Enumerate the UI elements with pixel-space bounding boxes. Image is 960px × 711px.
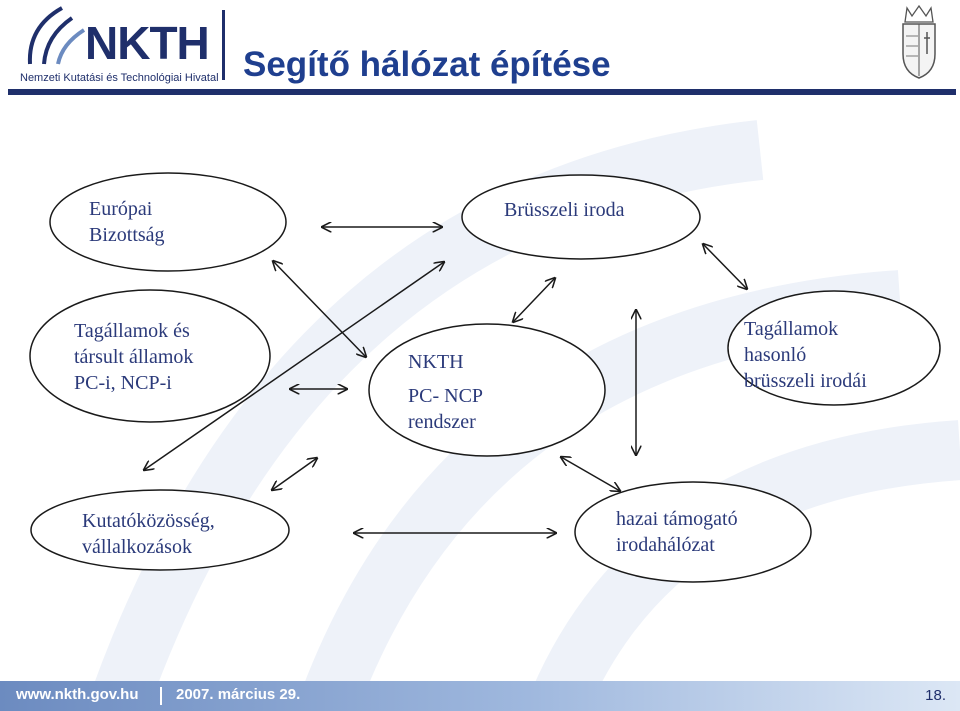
label-line: Tagállamok és [74, 320, 190, 342]
label-line: Európai [89, 198, 153, 220]
label-line: Bizottság [89, 224, 165, 246]
label-line: Kutatóközösség, [82, 510, 215, 532]
label-line: brüsszeli irodái [744, 370, 867, 392]
label-line: hazai támogató [616, 508, 738, 530]
label-hazai-tamogato: hazai támogató irodahálózat [616, 506, 738, 558]
label-brusszeli-iroda: Brüsszeli iroda [504, 197, 625, 223]
coat-of-arms-icon [902, 4, 936, 79]
logo-text: NKTH [85, 17, 210, 69]
label-line: Brüsszeli iroda [504, 199, 625, 221]
header-rule [8, 89, 956, 95]
footer-separator [160, 687, 162, 705]
node-kutatokozosseg [30, 489, 290, 571]
page-number: 18. [925, 687, 946, 704]
node-hazai-tamogato [574, 481, 812, 583]
arrow-brussel-kutato [144, 262, 444, 470]
label-tagallamok-hasonlo: Tagállamok hasonló brüsszeli irodái [744, 316, 867, 394]
node-brusszeli-iroda [461, 174, 701, 260]
label-nkth-pc-ncp: NKTH PC- NCP rendszer [408, 349, 483, 435]
node-nkth-pc-ncp [368, 323, 606, 457]
logo-subtitle: Nemzeti Kutatási és Technológiai Hivatal [20, 72, 219, 84]
label-line: társult államok [74, 346, 194, 368]
label-line: PC-i, NCP-i [74, 372, 172, 394]
nkth-logo: NKTH Nemzeti Kutatási és Technológiai Hi… [8, 2, 219, 88]
header-separator [222, 10, 225, 80]
label-line: NKTH [408, 351, 464, 373]
label-line: PC- NCP [408, 385, 484, 407]
node-tagallamok-hasonlo [727, 290, 941, 406]
page-title: Segítő hálózat építése [243, 45, 611, 84]
label-line: hasonló [744, 344, 807, 366]
logo-swoosh-icon [27, 6, 86, 65]
arrow-nkth-brussel [513, 278, 555, 322]
label-tagallamok-es-tarsult: Tagállamok és társult államok PC-i, NCP-… [74, 318, 193, 396]
label-kutatokozosseg: Kutatóközösség, vállalkozások [82, 508, 215, 560]
arrow-nkth-hazai [561, 457, 620, 491]
arrow-brussel-tagallamok-hasonlo [703, 244, 747, 289]
label-line: irodahálózat [616, 534, 715, 556]
arrow-bizottsag-nkth [273, 261, 366, 357]
label-line: rendszer [408, 411, 476, 433]
label-line: vállalkozások [82, 536, 192, 558]
label-europai-bizottsag: Európai Bizottság [89, 196, 165, 248]
footer-url-link[interactable]: www.nkth.gov.hu [16, 686, 139, 703]
footer-bar: www.nkth.gov.hu 2007. március 29. 18. [0, 681, 960, 711]
label-line: Tagállamok [744, 318, 839, 340]
footer-date: 2007. március 29. [176, 686, 301, 703]
arrow-kutato-nkth [272, 458, 317, 490]
node-europai-bizottsag [49, 172, 287, 272]
